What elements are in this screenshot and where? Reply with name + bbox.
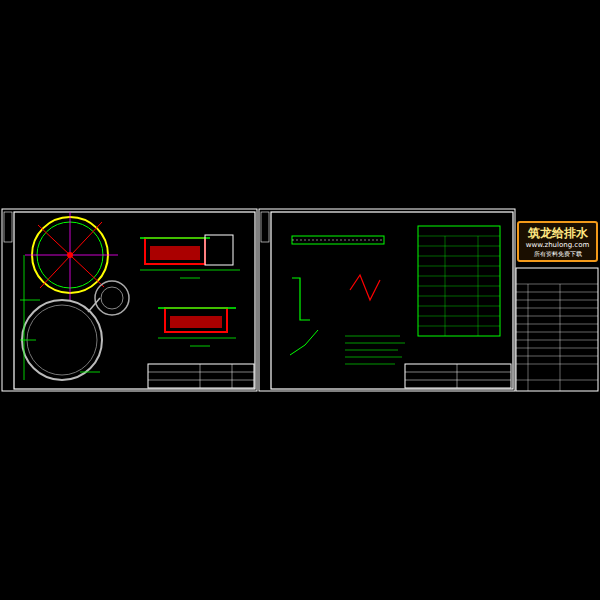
list-rule xyxy=(560,284,561,391)
list-rules xyxy=(516,284,598,391)
watermark-box: 筑龙给排水www.zhulong.com所有资料免费下载 xyxy=(517,221,598,262)
list-rule xyxy=(516,380,598,381)
cover-slab xyxy=(158,307,236,309)
note-line xyxy=(345,357,402,358)
title-block-rule xyxy=(232,364,233,388)
watermark-text: www.zhulong.com xyxy=(521,241,594,250)
watermark-title: 筑龙给排水 xyxy=(521,226,594,241)
pipe-detail xyxy=(290,330,318,355)
tank-plan-lower-inner xyxy=(27,305,97,375)
dimension-line xyxy=(24,255,25,380)
list-rule xyxy=(516,332,598,333)
valve-chamber xyxy=(205,235,233,265)
list-rule xyxy=(516,356,598,357)
title-block-rule xyxy=(405,380,511,381)
table-rule xyxy=(418,276,500,277)
title-block-rule xyxy=(405,372,511,373)
table-rule xyxy=(418,266,500,267)
table-rule xyxy=(418,286,500,287)
table-rule xyxy=(478,236,479,336)
rebar-line xyxy=(292,240,384,241)
table-rule xyxy=(445,236,446,336)
joint-detail xyxy=(350,275,380,300)
title-block xyxy=(405,364,511,388)
note-line xyxy=(345,336,400,337)
table-rule xyxy=(418,246,500,247)
tank-section-fill xyxy=(170,316,222,328)
table-rule xyxy=(418,316,500,317)
dimension-line xyxy=(158,338,236,339)
valve-well-inner xyxy=(101,287,123,309)
list-rule xyxy=(516,300,598,301)
title-block-rule xyxy=(148,372,254,373)
drawing-list xyxy=(516,268,598,391)
notes-lines xyxy=(345,336,405,364)
list-rule xyxy=(516,364,598,365)
list-rule xyxy=(516,308,598,309)
tank-section xyxy=(165,308,227,332)
title-block-rule xyxy=(457,364,458,388)
list-rule xyxy=(516,292,598,293)
cover-detail xyxy=(292,236,384,244)
wall-detail xyxy=(292,278,310,320)
tank-section-fill xyxy=(150,246,200,260)
section-title-underline xyxy=(190,346,210,347)
title-block-rule xyxy=(200,364,201,388)
dimension-line xyxy=(20,340,36,341)
list-rule xyxy=(516,316,598,317)
list-rule xyxy=(516,348,598,349)
sheet-frame xyxy=(271,212,513,389)
sheet-frame xyxy=(14,212,255,389)
dimension-line xyxy=(20,300,40,301)
binding-strip xyxy=(261,212,269,242)
plan-title-underline xyxy=(80,372,100,373)
axis-line xyxy=(38,225,104,287)
tank-section xyxy=(145,238,205,264)
title-block xyxy=(148,364,254,388)
table-rule xyxy=(418,326,500,327)
list-rule xyxy=(516,284,598,285)
list-rule xyxy=(516,324,598,325)
note-line xyxy=(345,364,395,365)
binding-strip xyxy=(4,212,12,242)
watermark-text: 所有资料免费下载 xyxy=(521,250,594,258)
sheet-border xyxy=(2,209,257,391)
section-title-underline xyxy=(180,278,200,279)
valve-well xyxy=(95,281,129,315)
cover-slab xyxy=(140,237,210,239)
pipe xyxy=(88,298,100,312)
title-block-rule xyxy=(148,380,254,381)
table-rule xyxy=(418,256,500,257)
materials-table xyxy=(418,226,500,336)
list-rule xyxy=(516,340,598,341)
dimension-line xyxy=(140,270,240,271)
note-line xyxy=(345,343,405,344)
sheet-border xyxy=(259,209,515,391)
table-rules xyxy=(418,236,500,336)
table-rule xyxy=(418,296,500,297)
note-line xyxy=(345,350,398,351)
table-rule xyxy=(418,236,500,237)
list-rule xyxy=(528,284,529,391)
table-rule xyxy=(418,306,500,307)
center-mark xyxy=(67,252,73,258)
